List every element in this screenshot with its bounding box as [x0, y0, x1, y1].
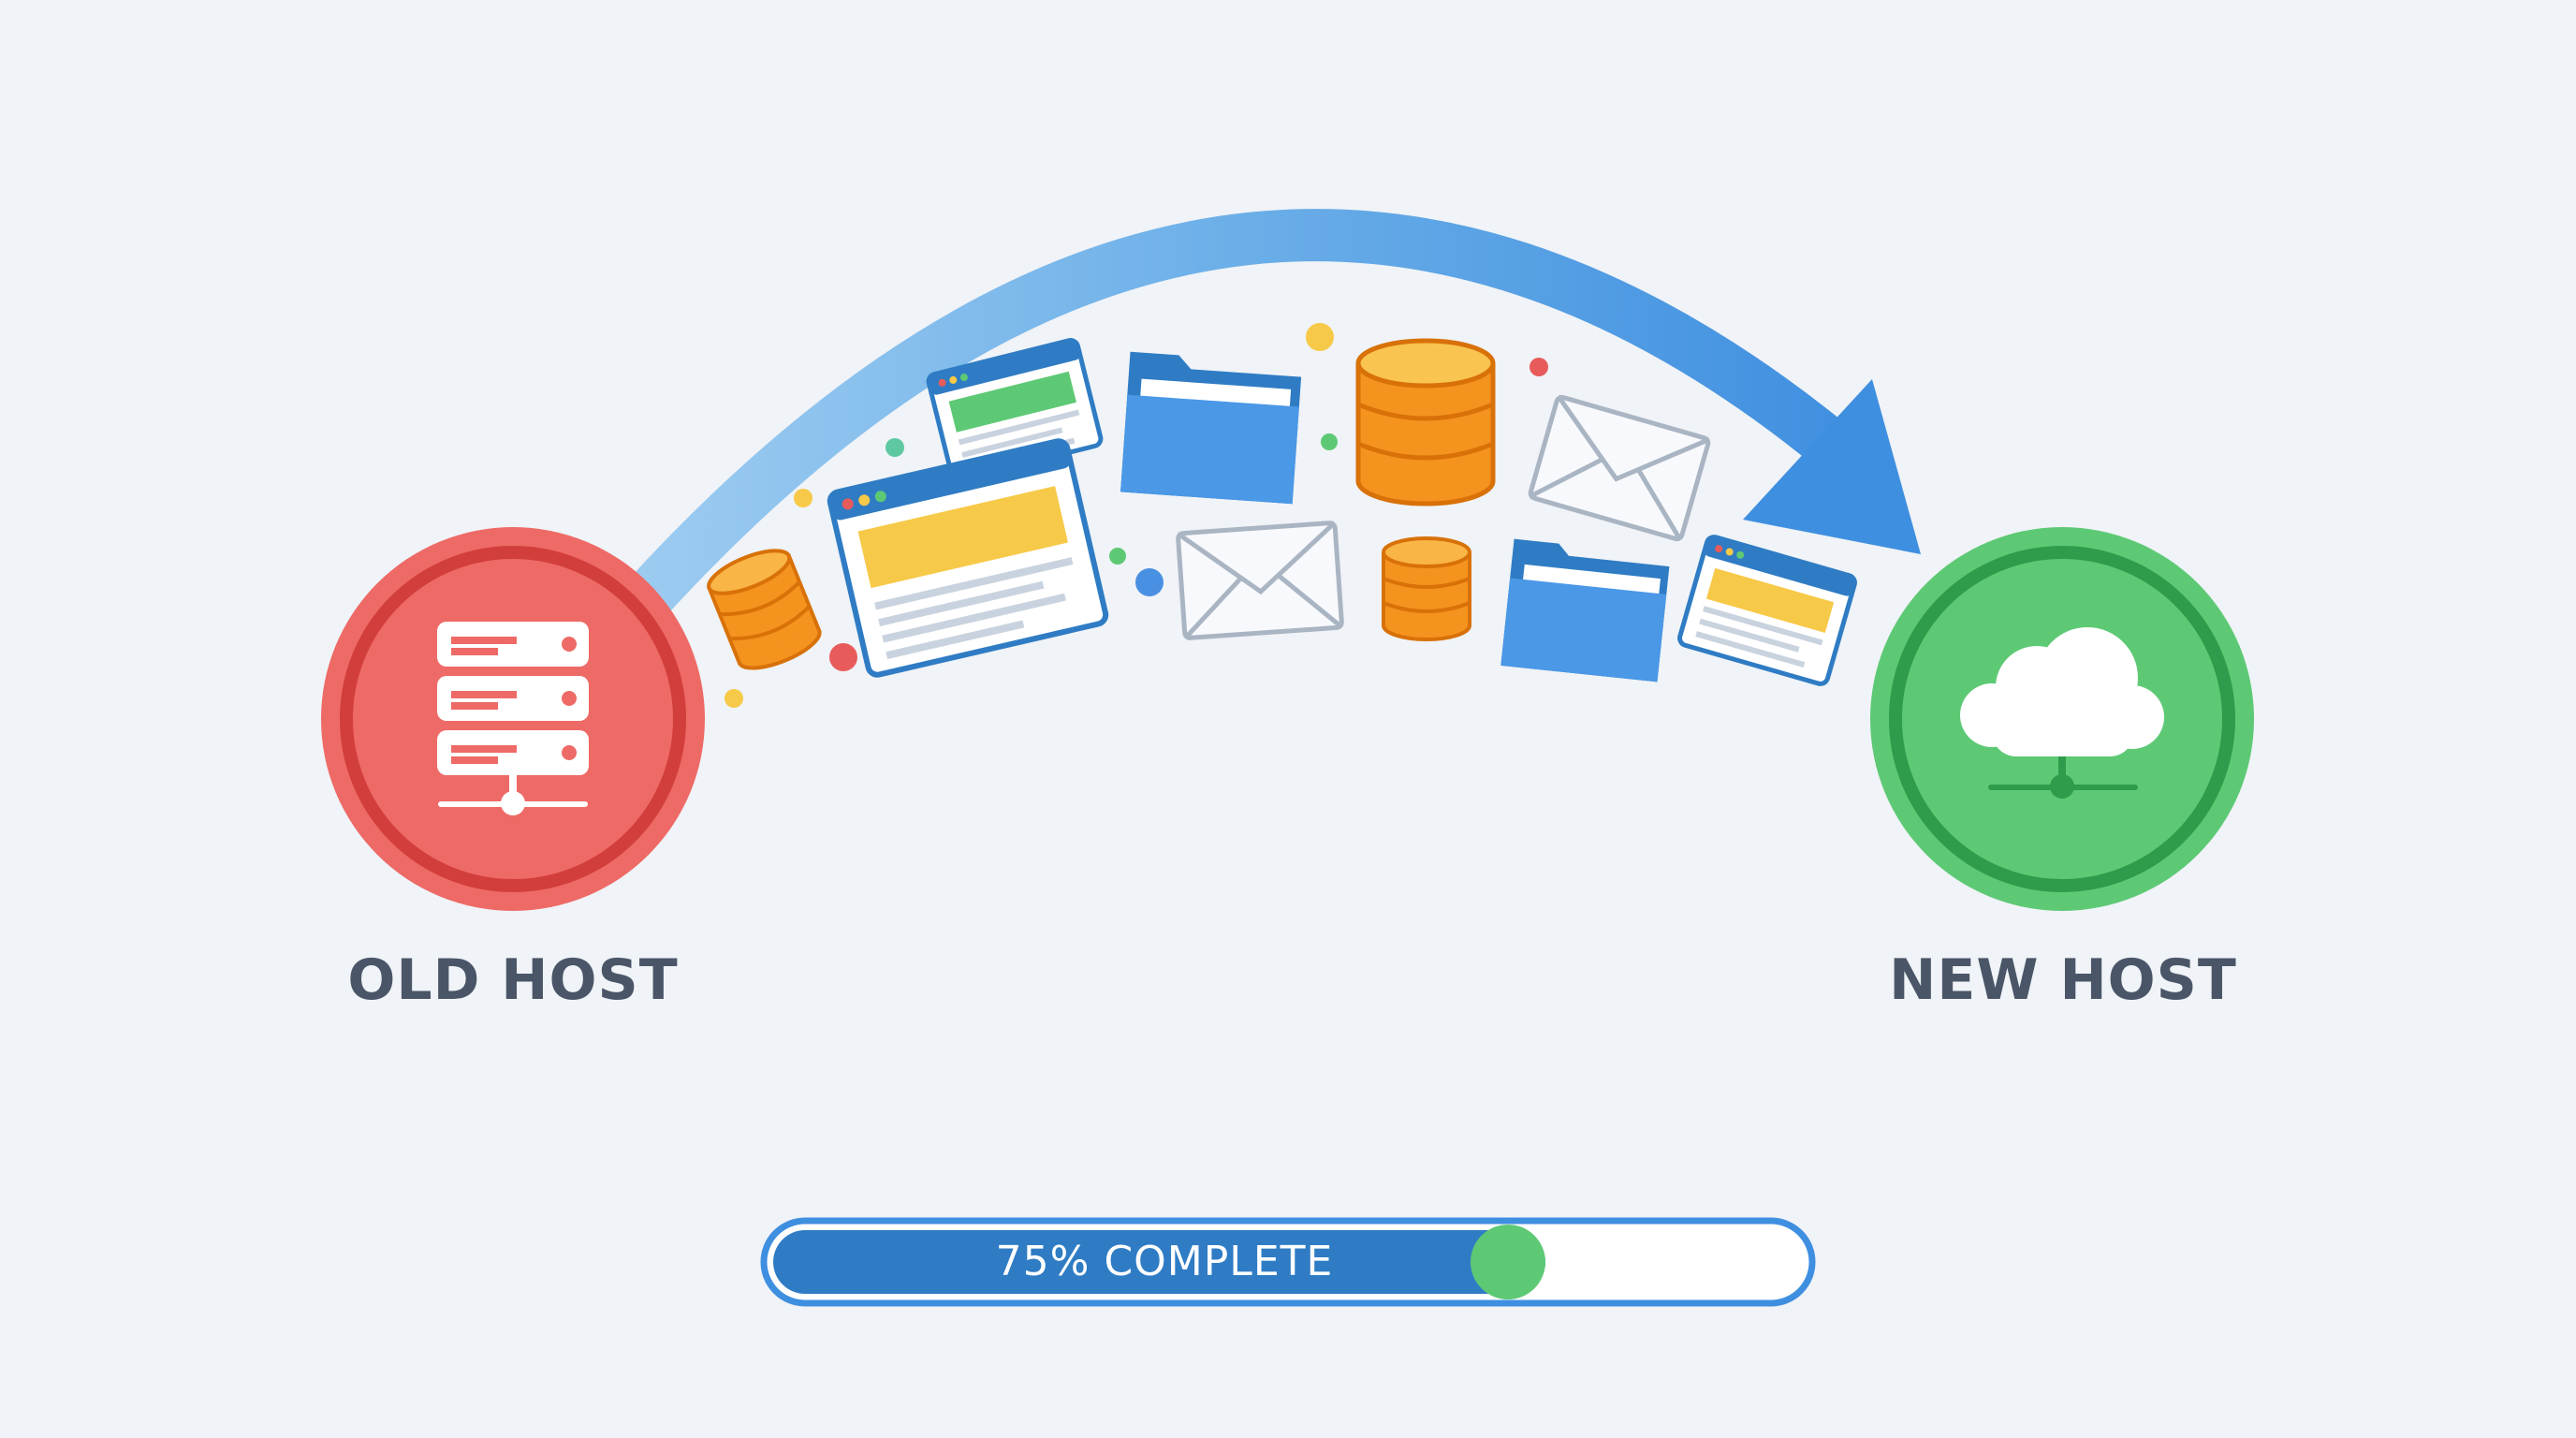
progress-knob — [1471, 1225, 1545, 1299]
new-host-label: NEW HOST — [1889, 947, 2237, 1013]
arrow-head-icon — [1743, 379, 1921, 554]
progress-bar: 75% COMPLETE — [760, 1217, 1816, 1307]
new-host-node — [1870, 527, 2254, 911]
envelope-icon — [1176, 521, 1344, 640]
browser-window-icon — [827, 438, 1109, 678]
transfer-arrow — [620, 209, 1921, 625]
database-icon — [1355, 338, 1496, 506]
database-icon — [1382, 536, 1471, 641]
envelope-icon — [1528, 394, 1711, 542]
server-rack-icon — [437, 622, 589, 815]
cloud-network-icon — [1960, 627, 2164, 799]
progress-fill — [773, 1230, 1545, 1294]
particles — [724, 323, 1548, 708]
old-host-label: OLD HOST — [347, 947, 679, 1013]
old-host-node — [321, 527, 705, 911]
database-icon — [707, 549, 822, 670]
progress-label: 75% COMPLETE — [995, 1238, 1334, 1285]
browser-window-icon — [1677, 535, 1857, 686]
folder-icon — [1120, 351, 1302, 505]
folder-icon — [1500, 538, 1670, 682]
